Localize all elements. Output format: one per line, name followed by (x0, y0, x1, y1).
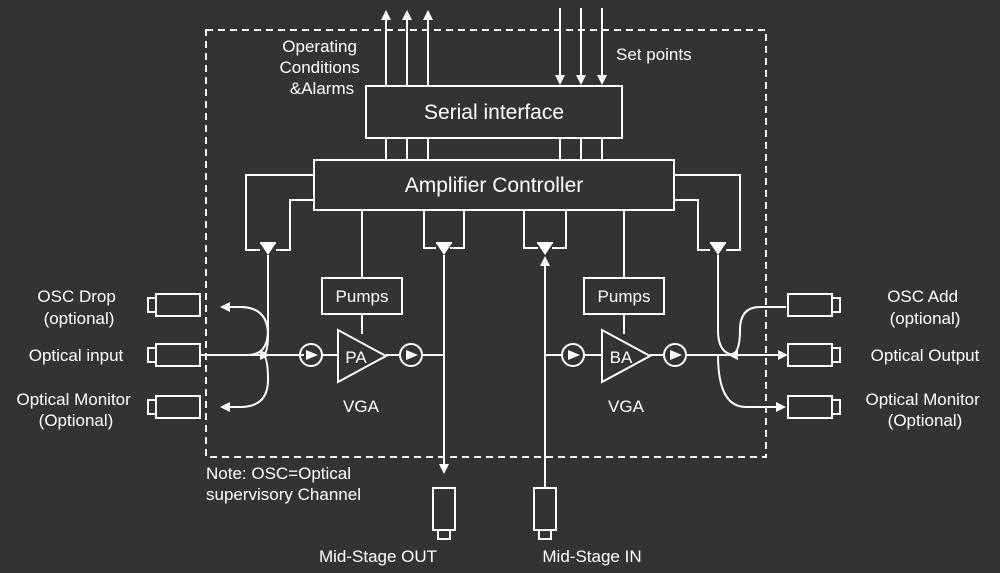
pumps-right-label: Pumps (598, 287, 651, 306)
setpoint-input-lines (555, 8, 607, 85)
ba-amplifier (601, 328, 653, 384)
optical-input-label: Optical input (29, 346, 124, 365)
input-fiber-paths (200, 262, 304, 412)
ba-label: BA (610, 348, 633, 367)
serial-interface-label: Serial interface (424, 101, 564, 124)
amplifier-controller-box (313, 159, 675, 211)
amplifier-controller-label: Amplifier Controller (405, 174, 584, 197)
optical-monitor-left-connector (147, 395, 201, 419)
module-boundary (205, 29, 767, 458)
vga-right-label: VGA (608, 397, 645, 416)
optical-monitor-right-label: Optical Monitor (Optional) (865, 390, 984, 430)
mid-stage-in-connector (533, 487, 557, 540)
vga-left-label: VGA (343, 397, 380, 416)
osc-drop-label: OSC Drop (optional) (37, 287, 120, 328)
mid-stage-out-label: Mid-Stage OUT (319, 547, 437, 566)
serial-interface-box (365, 85, 623, 139)
right-inner-photodiode (523, 210, 567, 255)
optical-output-label: Optical Output (871, 346, 980, 365)
note-label: Note: OSC=Optical supervisory Channel (206, 464, 361, 504)
optical-monitor-right-connector (787, 395, 841, 419)
output-fiber-paths (700, 262, 788, 412)
osc-add-label: OSC Add (optional) (887, 287, 963, 328)
internal-bus (385, 138, 603, 160)
pumps-left-label: Pumps (336, 287, 389, 306)
optical-monitor-left-label: Optical Monitor (Optional) (16, 390, 135, 430)
operating-conditions-label: Operating Conditions &Alarms (279, 37, 364, 98)
status-output-lines (381, 10, 433, 85)
left-outer-photodiode (245, 174, 314, 262)
right-outer-photodiode (674, 174, 741, 262)
osc-drop-connector (147, 293, 201, 317)
set-points-label: Set points (616, 45, 692, 64)
optical-input-connector (147, 343, 201, 367)
osc-add-connector (787, 293, 841, 317)
optical-output-connector (787, 343, 841, 367)
mid-stage-in-label: Mid-Stage IN (542, 547, 641, 566)
mid-stage-out-connector (432, 487, 456, 540)
left-inner-photodiode (416, 209, 465, 255)
pa-amplifier (337, 328, 389, 384)
pa-label: PA (345, 348, 367, 367)
